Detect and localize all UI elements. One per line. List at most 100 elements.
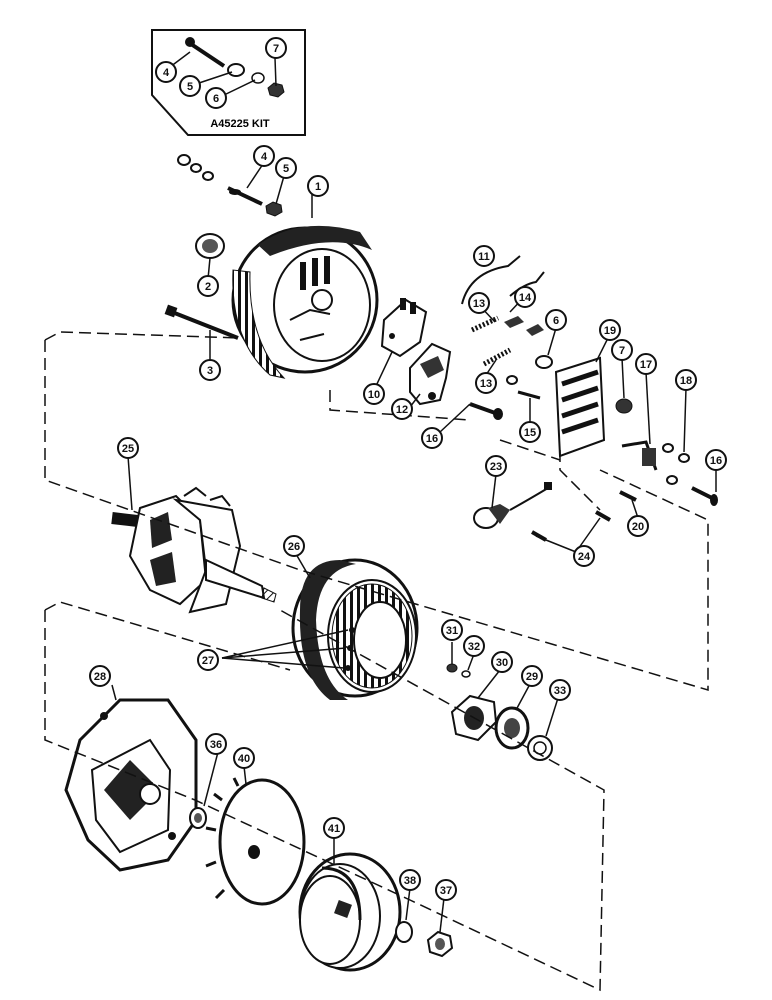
callout-number: 28 — [94, 671, 106, 683]
callout-number: 13 — [473, 298, 485, 310]
brush-holder — [380, 298, 428, 358]
callout-circle — [323, 817, 345, 839]
callout-c28: 28 — [89, 665, 111, 687]
callout-circle — [463, 635, 485, 657]
callout-circle — [275, 157, 297, 179]
callout-number: 7 — [273, 43, 279, 55]
callout-c18: 18 — [675, 369, 697, 391]
callout-c13a: 13 — [468, 292, 490, 314]
callout-c31: 31 — [441, 619, 463, 641]
callout-circle — [117, 437, 139, 459]
callout-circle — [514, 286, 536, 308]
callout-c10: 10 — [363, 383, 385, 405]
callout-circle — [599, 319, 621, 341]
callout-circle — [179, 75, 201, 97]
callout-number: 25 — [122, 443, 134, 455]
callout-number: 26 — [288, 541, 300, 553]
callout-circle — [155, 61, 177, 83]
capacitor — [473, 482, 552, 529]
callout-c17: 17 — [635, 353, 657, 375]
callout-number: 17 — [640, 359, 652, 371]
callout-c4a: 4 — [155, 61, 177, 83]
callout-number: 2 — [205, 281, 211, 293]
kit-label: A45225 KIT — [210, 118, 270, 130]
screw-parts — [469, 355, 553, 420]
callout-number: 32 — [468, 641, 480, 653]
callout-circle — [265, 37, 287, 59]
callout-circle — [435, 879, 457, 901]
callout-c12: 12 — [391, 398, 413, 420]
callout-c20: 20 — [627, 515, 649, 537]
callout-c5a: 5 — [179, 75, 201, 97]
callout-number: 16 — [426, 433, 438, 445]
callout-c37: 37 — [435, 879, 457, 901]
callout-number: 4 — [261, 151, 268, 163]
stator-assembly — [291, 558, 419, 700]
callout-c11: 11 — [473, 245, 495, 267]
callout-circle — [545, 309, 567, 331]
callout-number: 7 — [619, 345, 625, 357]
callout-circle — [391, 398, 413, 420]
callout-circle — [197, 649, 219, 671]
callout-c1: 1 — [307, 175, 329, 197]
callout-number: 16 — [710, 455, 722, 467]
regulator-bracket — [409, 342, 452, 406]
callout-c30: 30 — [491, 651, 513, 673]
callout-number: 19 — [604, 325, 616, 337]
callout-circle — [635, 353, 657, 375]
terminal-lead — [621, 440, 718, 506]
callout-c15: 15 — [519, 421, 541, 443]
callout-number: 6 — [553, 315, 559, 327]
callout-number: 37 — [440, 885, 452, 897]
callout-number: 29 — [526, 671, 538, 683]
callout-number: 3 — [207, 365, 213, 377]
callout-number: 30 — [496, 657, 508, 669]
callout-circle — [491, 651, 513, 673]
callout-circle — [485, 455, 507, 477]
callout-c33: 33 — [549, 679, 571, 701]
bushing-part — [195, 233, 225, 259]
callout-c41: 41 — [323, 817, 345, 839]
callout-c4b: 4 — [253, 145, 275, 167]
callout-c36: 36 — [205, 733, 227, 755]
rotor-assembly — [111, 486, 277, 614]
callout-circle — [197, 275, 219, 297]
callout-c26: 26 — [283, 535, 305, 557]
callout-number: 31 — [446, 625, 458, 637]
pulley-nut — [395, 921, 454, 958]
bearing-parts — [446, 663, 553, 761]
callout-circle — [441, 619, 463, 641]
callout-c16b: 16 — [705, 449, 727, 471]
front-housing — [64, 698, 198, 872]
callout-number: 24 — [578, 551, 591, 563]
nut-washer-stack — [177, 154, 283, 217]
callout-number: 33 — [554, 685, 566, 697]
kit-box: A45225 KIT — [151, 29, 306, 136]
callout-c7a: 7 — [265, 37, 287, 59]
callout-number: 11 — [478, 251, 490, 263]
callout-circle — [89, 665, 111, 687]
callout-c16a: 16 — [421, 427, 443, 449]
callout-circle — [611, 339, 633, 361]
callout-number: 6 — [213, 93, 219, 105]
callout-number: 5 — [187, 81, 193, 93]
callout-number: 41 — [328, 823, 340, 835]
rectifier-assembly — [554, 356, 633, 458]
pulley — [298, 852, 402, 972]
callout-circle — [627, 515, 649, 537]
callout-number: 14 — [519, 292, 532, 304]
callout-number: 38 — [404, 875, 416, 887]
callout-circle — [399, 869, 421, 891]
callout-circle — [307, 175, 329, 197]
callout-number: 36 — [210, 739, 222, 751]
callout-c7b: 7 — [611, 339, 633, 361]
rear-housing — [231, 225, 379, 379]
callout-circle — [233, 747, 255, 769]
callout-number: 18 — [680, 375, 692, 387]
brush-springs — [470, 271, 545, 367]
spacer — [189, 807, 207, 829]
callout-circle — [521, 665, 543, 687]
callout-circle — [705, 449, 727, 471]
callout-c3: 3 — [199, 359, 221, 381]
